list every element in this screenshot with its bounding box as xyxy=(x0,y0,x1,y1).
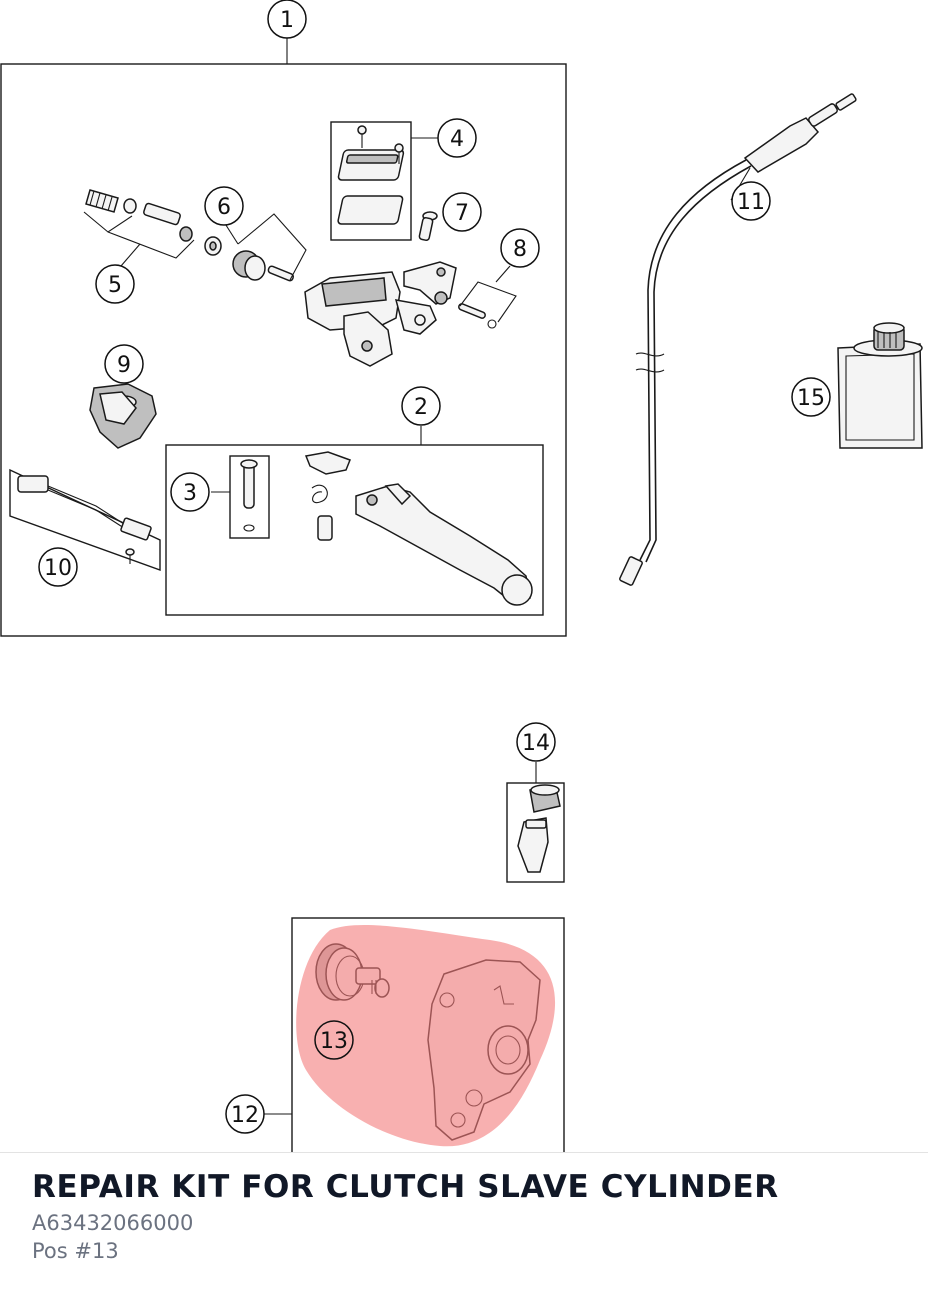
part-10-switch-cable[interactable] xyxy=(9,468,161,571)
callout-13[interactable]: 13 xyxy=(314,1020,354,1060)
part-position: Pos #13 xyxy=(32,1239,119,1263)
callout-label: 1 xyxy=(280,8,294,33)
callout-3[interactable]: 3 xyxy=(170,472,210,512)
part-info-footer: REPAIR KIT FOR CLUTCH SLAVE CYLINDER A63… xyxy=(0,1152,928,1291)
callout-label: 10 xyxy=(44,556,72,581)
callout-label: 5 xyxy=(108,273,122,298)
callout-circle xyxy=(267,0,307,39)
callout-10[interactable]: 10 xyxy=(38,547,78,587)
callout-4[interactable]: 4 xyxy=(437,118,477,158)
callout-circle xyxy=(500,228,540,268)
part-5-piston-set[interactable] xyxy=(83,189,222,267)
callout-15[interactable]: 15 xyxy=(791,377,831,417)
part-9-switch-housing[interactable] xyxy=(89,366,157,449)
callout-11[interactable]: 11 xyxy=(731,181,771,221)
part-3-pin-set[interactable] xyxy=(211,455,270,539)
part-4-cover-set[interactable] xyxy=(330,121,438,241)
part-6-boot[interactable] xyxy=(223,213,307,282)
master-cylinder-body[interactable] xyxy=(304,271,437,367)
callout-circle xyxy=(204,186,244,226)
callout-circle xyxy=(314,1020,354,1060)
callout-label: 15 xyxy=(797,386,825,411)
part-2-lever-assembly[interactable] xyxy=(165,426,544,616)
callout-circle xyxy=(38,547,78,587)
callout-label: 12 xyxy=(231,1103,259,1128)
callout-label: 3 xyxy=(183,481,197,506)
callout-circle xyxy=(95,264,135,304)
callout-label: 8 xyxy=(513,237,527,262)
callout-circle xyxy=(401,386,441,426)
part-14-bleeder-set[interactable] xyxy=(506,762,565,883)
part-7-bolt[interactable] xyxy=(418,211,438,241)
callout-circle xyxy=(437,118,477,158)
highlight-pos-13[interactable] xyxy=(296,924,556,1147)
part-11-clutch-line[interactable] xyxy=(619,93,857,586)
callout-6[interactable]: 6 xyxy=(204,186,244,226)
callout-label: 4 xyxy=(450,127,464,152)
callout-1[interactable]: 1 xyxy=(267,0,307,39)
callout-5[interactable]: 5 xyxy=(95,264,135,304)
callout-14[interactable]: 14 xyxy=(516,722,556,762)
assembly-group-1 xyxy=(0,38,567,637)
callout-circle xyxy=(442,192,482,232)
part-number: A63432066000 xyxy=(32,1211,194,1235)
callout-label: 7 xyxy=(455,201,469,226)
part-8-clamp-pin[interactable] xyxy=(403,261,517,329)
part-15-fluid-can[interactable] xyxy=(837,322,923,449)
callout-label: 6 xyxy=(217,195,231,220)
callout-circle xyxy=(791,377,831,417)
callout-circle xyxy=(104,344,144,384)
part-title: REPAIR KIT FOR CLUTCH SLAVE CYLINDER xyxy=(32,1169,779,1205)
callout-7[interactable]: 7 xyxy=(442,192,482,232)
callout-circle xyxy=(516,722,556,762)
callout-12[interactable]: 12 xyxy=(225,1094,265,1134)
callout-9[interactable]: 9 xyxy=(104,344,144,384)
callout-circle xyxy=(225,1094,265,1134)
callout-8[interactable]: 8 xyxy=(500,228,540,268)
callout-circle xyxy=(731,181,771,221)
callout-label: 9 xyxy=(117,353,131,378)
callout-label: 13 xyxy=(320,1029,348,1054)
callout-2[interactable]: 2 xyxy=(401,386,441,426)
callout-circle xyxy=(170,472,210,512)
callout-label: 14 xyxy=(522,731,550,756)
callout-label: 11 xyxy=(737,190,765,215)
callout-label: 2 xyxy=(414,395,428,420)
